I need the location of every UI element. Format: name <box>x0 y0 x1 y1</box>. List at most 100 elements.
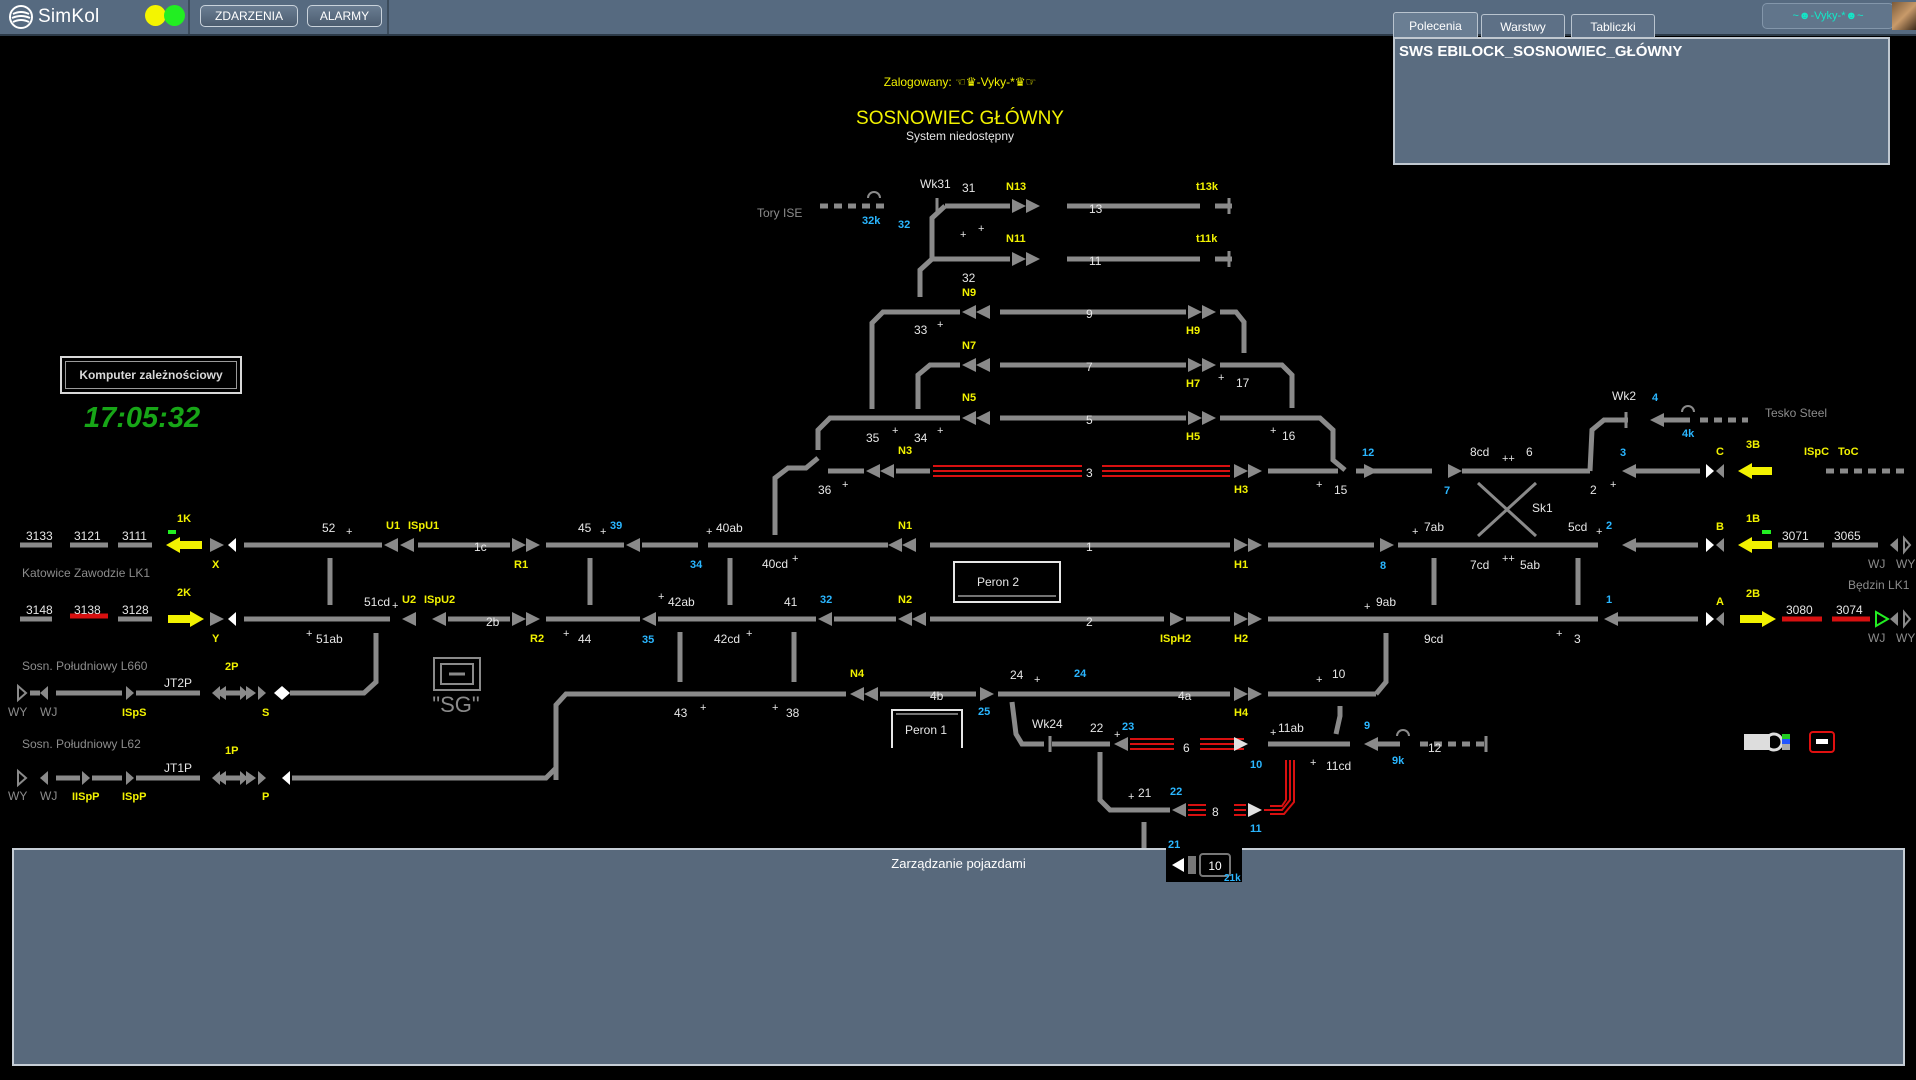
switch-3: 3 <box>1574 632 1581 646</box>
track-10-widget[interactable]: 10 21k <box>1166 848 1242 882</box>
track-1-label: 1 <box>1086 540 1093 554</box>
track-9[interactable] <box>869 305 1247 409</box>
events-button[interactable]: ZDARZENIA <box>200 5 298 27</box>
track-2[interactable] <box>20 609 1912 629</box>
tab-signs[interactable]: Tabliczki <box>1571 14 1655 38</box>
interlocking-computer-button[interactable]: Komputer zależnościowy <box>60 356 242 394</box>
track-13[interactable] <box>820 198 1232 214</box>
switch-36: 36 <box>818 483 832 497</box>
track-s[interactable] <box>17 683 282 703</box>
track-13-label: 13 <box>1089 202 1103 216</box>
clock: 17:05:32 <box>84 402 201 434</box>
signal-h4-label: H4 <box>1234 707 1249 719</box>
track-1c-label: 1c <box>474 540 487 554</box>
switch-17: 17 <box>1236 376 1250 390</box>
track-11[interactable] <box>978 251 1232 267</box>
switch-31-link[interactable] <box>929 204 947 259</box>
user-button[interactable]: ~☻-Vyky-*☻~ <box>1762 3 1894 29</box>
platform-2: Peron 2 <box>953 561 1061 603</box>
sg-icon[interactable]: "SG" <box>432 657 481 717</box>
signal-ispu2-label: ISpU2 <box>424 594 455 606</box>
switch-32-link[interactable] <box>917 256 978 297</box>
signal-s-label: S <box>262 707 269 719</box>
avatar[interactable] <box>1892 2 1916 30</box>
block-3133: 3133 <box>26 529 53 543</box>
tab-commands[interactable]: Polecenia <box>1393 12 1478 38</box>
signal-3b[interactable] <box>1738 463 1772 479</box>
signal-c-label: C <box>1716 446 1724 458</box>
track-6-label: 6 <box>1183 741 1190 755</box>
block-3111: 3111 <box>122 529 147 543</box>
track-4[interactable] <box>282 632 1389 780</box>
track-7[interactable] <box>915 358 1295 409</box>
signal-n11-label: N11 <box>1006 233 1026 245</box>
signal-2b[interactable] <box>1740 611 1776 627</box>
logged-in-text: Zalogowany: ☜♛-Vyky-*♛☞ <box>884 75 1037 89</box>
track-8[interactable] <box>1097 752 1295 817</box>
track-p[interactable] <box>17 766 558 788</box>
track-7-label: 7 <box>1086 360 1093 374</box>
switch-51ab: 51ab <box>316 632 343 646</box>
signal-h2-label: H2 <box>1234 633 1248 645</box>
svg-text:+: + <box>1596 526 1602 538</box>
signal-h9-label: H9 <box>1186 325 1200 337</box>
track-5[interactable] <box>815 411 1347 472</box>
switch-51cd: 51cd <box>364 595 390 609</box>
svg-text:+: + <box>1556 628 1562 640</box>
switch-40cd: 40cd <box>762 557 788 571</box>
svg-text:+: + <box>1310 757 1316 769</box>
status-lamp-green <box>164 5 185 26</box>
track-6[interactable] <box>1009 701 1488 752</box>
cyan-3: 3 <box>1620 447 1626 459</box>
signal-x-label: X <box>212 559 220 571</box>
cyan-32: 32 <box>898 219 910 231</box>
svg-text:+: + <box>392 600 398 612</box>
svg-text:+: + <box>960 229 966 241</box>
layer-toggle-icon[interactable] <box>1744 731 1835 753</box>
system-status: System niedostępny <box>906 129 1014 143</box>
cyan-39: 39 <box>610 520 622 532</box>
signal-2p[interactable] <box>216 686 256 700</box>
switch-42cd: 42cd <box>714 632 740 646</box>
track-10-label: 10 <box>1208 859 1222 873</box>
signal-1p-label: 1P <box>225 745 238 757</box>
alarms-button[interactable]: ALARMY <box>307 5 382 27</box>
track-1[interactable] <box>20 535 1912 555</box>
svg-text:+: + <box>706 526 712 538</box>
tab-layers[interactable]: Warstwy <box>1481 14 1565 38</box>
svg-text:+: + <box>346 526 352 538</box>
svg-text:+: + <box>1316 479 1322 491</box>
signal-2b-label: 2B <box>1746 588 1760 600</box>
svg-text:+: + <box>658 591 664 603</box>
svg-text:+: + <box>792 553 798 565</box>
track-8-label: 8 <box>1212 805 1219 819</box>
block-jt2p: JT2P <box>164 676 192 690</box>
signal-n9-label: N9 <box>962 287 976 299</box>
track-10[interactable] <box>1141 822 1176 848</box>
signal-1p[interactable] <box>216 771 256 785</box>
wy-label-2: WY <box>1896 631 1915 645</box>
track-3[interactable] <box>772 417 1724 535</box>
signal-y-label: Y <box>212 633 220 645</box>
block-3121: 3121 <box>74 529 101 543</box>
svg-text:+: + <box>1316 674 1322 686</box>
cyan-4k: 4k <box>1682 428 1695 440</box>
signal-2k[interactable] <box>168 611 204 627</box>
signal-h5-label: H5 <box>1186 431 1200 443</box>
switch-45: 45 <box>578 521 592 535</box>
wy-label-s: WY <box>8 705 27 719</box>
svg-text:+: + <box>842 479 848 491</box>
track-tesko-spur[interactable] <box>1616 405 1748 428</box>
vehicle-management-panel: Zarządzanie pojazdami <box>12 848 1905 1066</box>
track-2-label: 2 <box>1086 615 1093 629</box>
wy-label-p: WY <box>8 789 27 803</box>
switch-9cd: 9cd <box>1424 632 1443 646</box>
signal-1b[interactable] <box>1738 530 1772 553</box>
signal-1k[interactable] <box>166 530 202 553</box>
cyan-25: 25 <box>978 706 990 718</box>
station-title: SOSNOWIEC GŁÓWNY <box>856 107 1064 129</box>
cyan-10: 10 <box>1250 759 1262 771</box>
svg-text:+: + <box>1270 425 1276 437</box>
block-3065: 3065 <box>1834 529 1861 543</box>
cyan-22: 22 <box>1170 786 1182 798</box>
